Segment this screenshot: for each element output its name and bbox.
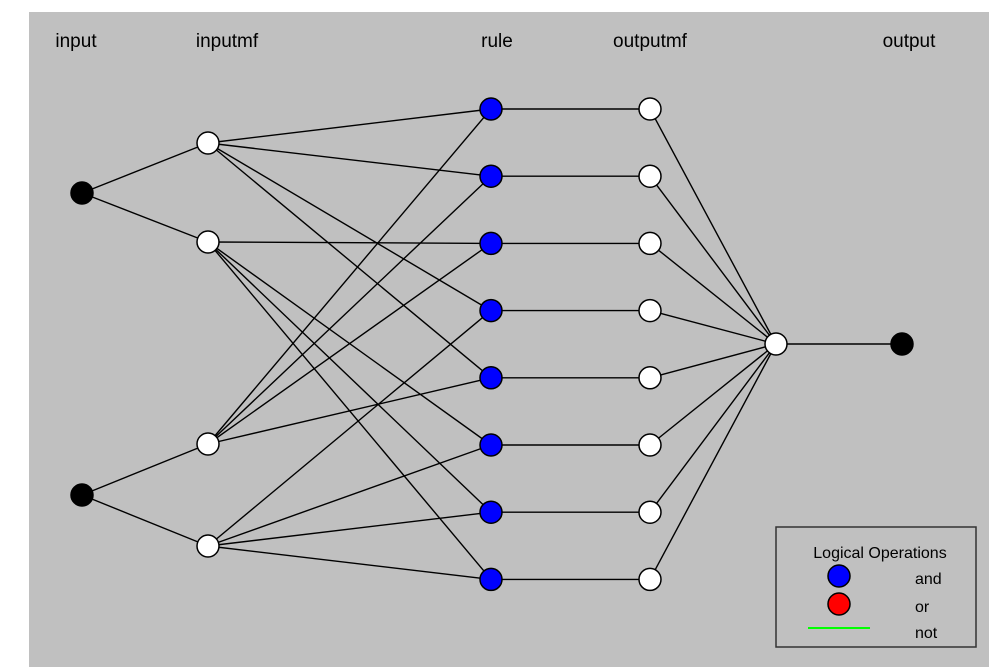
- input-node: [70, 483, 94, 507]
- rule-node: [479, 298, 503, 323]
- edge-input-to-inputmf: [81, 494, 209, 547]
- edge-inputmf-to-rule: [207, 241, 492, 245]
- layer-label-input: input: [55, 31, 97, 52]
- edge-inputmf-to-rule: [207, 142, 492, 312]
- outputmf-node: [638, 164, 662, 188]
- edge-inputmf-to-rule: [207, 142, 492, 379]
- edge-inputmf-to-rule: [207, 511, 492, 547]
- nodes-layer: [70, 97, 914, 592]
- edge-outputmf-to-aggregator: [649, 343, 777, 446]
- edge-inputmf-to-rule: [207, 108, 492, 445]
- input-node: [70, 181, 94, 205]
- rule-node: [479, 366, 503, 390]
- edge-inputmf-to-rule: [207, 108, 492, 144]
- legend-and-marker: [827, 564, 851, 588]
- edge-inputmf-to-rule: [207, 241, 492, 446]
- edge-inputmf-to-rule: [207, 241, 492, 513]
- outputmf-node: [638, 366, 662, 390]
- inputmf-node: [196, 432, 220, 456]
- rule-node: [479, 567, 503, 592]
- legend: Logical Operations and or not: [775, 526, 977, 648]
- layer-label-outputmf: outputmf: [613, 31, 688, 52]
- outputmf-node: [638, 500, 662, 524]
- edge-outputmf-to-aggregator: [649, 309, 777, 345]
- output-node: [890, 332, 914, 356]
- legend-or-marker: [827, 592, 851, 616]
- rule-node: [479, 97, 503, 121]
- rule-node: [479, 500, 503, 524]
- edge-outputmf-to-aggregator: [649, 343, 777, 580]
- inputmf-node: [196, 230, 220, 254]
- edge-inputmf-to-rule: [207, 241, 492, 580]
- edge-outputmf-to-aggregator: [649, 175, 777, 345]
- edge-input-to-inputmf: [81, 192, 209, 243]
- edge-outputmf-to-aggregator: [649, 343, 777, 513]
- edge-inputmf-to-rule: [207, 175, 492, 445]
- rule-node: [479, 164, 503, 188]
- edge-outputmf-to-aggregator: [649, 242, 777, 345]
- outputmf-node: [638, 433, 662, 457]
- layer-label-output: output: [883, 31, 937, 52]
- edge-inputmf-to-rule: [207, 444, 492, 547]
- legend-or-label: or: [915, 599, 930, 616]
- legend-title: Logical Operations: [813, 545, 946, 562]
- legend-not-label: not: [915, 625, 938, 642]
- outputmf-node: [638, 231, 662, 256]
- rule-node: [479, 231, 503, 256]
- inputmf-node: [196, 534, 220, 558]
- layer-label-rule: rule: [481, 31, 513, 52]
- inputmf-node: [196, 131, 220, 155]
- edges-layer: [81, 108, 902, 581]
- edge-outputmf-to-aggregator: [649, 343, 777, 379]
- edge-inputmf-to-rule: [207, 142, 492, 177]
- legend-and-label: and: [915, 571, 942, 588]
- layer-label-inputmf: inputmf: [196, 31, 259, 52]
- edge-input-to-inputmf: [81, 142, 209, 194]
- outputmf-node: [638, 97, 662, 121]
- edge-inputmf-to-rule: [207, 545, 492, 581]
- outputmf-node: [638, 298, 662, 323]
- edge-outputmf-to-aggregator: [649, 108, 777, 345]
- edge-input-to-inputmf: [81, 443, 209, 496]
- outputmf-node: [638, 567, 662, 592]
- rule-node: [479, 433, 503, 457]
- aggregation-node: [764, 332, 788, 356]
- edge-inputmf-to-rule: [207, 310, 492, 547]
